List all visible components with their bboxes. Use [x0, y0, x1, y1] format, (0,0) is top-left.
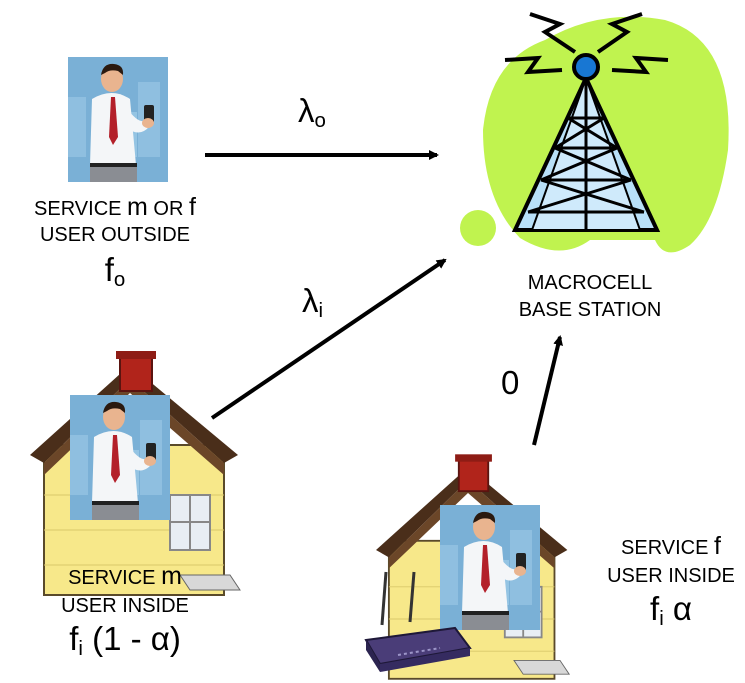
base-station-line2: BASE STATION	[518, 299, 662, 321]
zero-label: 0	[501, 364, 520, 401]
user-inside-f-formula: fi α	[650, 589, 692, 630]
macrocell-base-station	[460, 12, 729, 253]
beacon-icon	[572, 53, 600, 81]
user-outside-photo	[68, 57, 168, 182]
user-outside-formula: fo	[104, 250, 126, 291]
user-inside-f-line1: SERVICE f	[621, 532, 721, 560]
base-station-line1: MACROCELL	[527, 272, 653, 294]
user-inside-f-label: SERVICE f USER INSIDE fi α	[596, 532, 745, 630]
user-inside-m-photo	[70, 395, 170, 520]
lambda-i-label: λi	[302, 282, 324, 323]
arrow-lambda-i	[210, 258, 447, 420]
user-inside-m-line2: USER INSIDE	[61, 594, 189, 617]
user-inside-f-photo	[440, 505, 540, 630]
user-inside-m-label: SERVICE m USER INSIDE fi (1 - α)	[15, 562, 235, 660]
lambda-o-label: λo	[298, 92, 326, 133]
router-icon	[364, 571, 472, 672]
base-station-dot	[460, 210, 496, 246]
user-outside-line2: USER OUTSIDE	[39, 223, 191, 246]
user-outside-label: SERVICE m OR f USER OUTSIDE fo	[0, 193, 230, 291]
user-inside-m-line1: SERVICE m	[68, 562, 182, 590]
user-inside-f-line2: USER INSIDE	[607, 564, 735, 587]
user-outside-line1: SERVICE m OR f	[34, 193, 196, 221]
user-inside-m-formula: fi (1 - α)	[69, 619, 181, 660]
base-station-label: MACROCELL BASE STATION	[500, 272, 680, 322]
tower-icon	[511, 73, 661, 232]
signal-bolt-icon	[504, 12, 669, 75]
arrow-zero	[532, 335, 563, 446]
